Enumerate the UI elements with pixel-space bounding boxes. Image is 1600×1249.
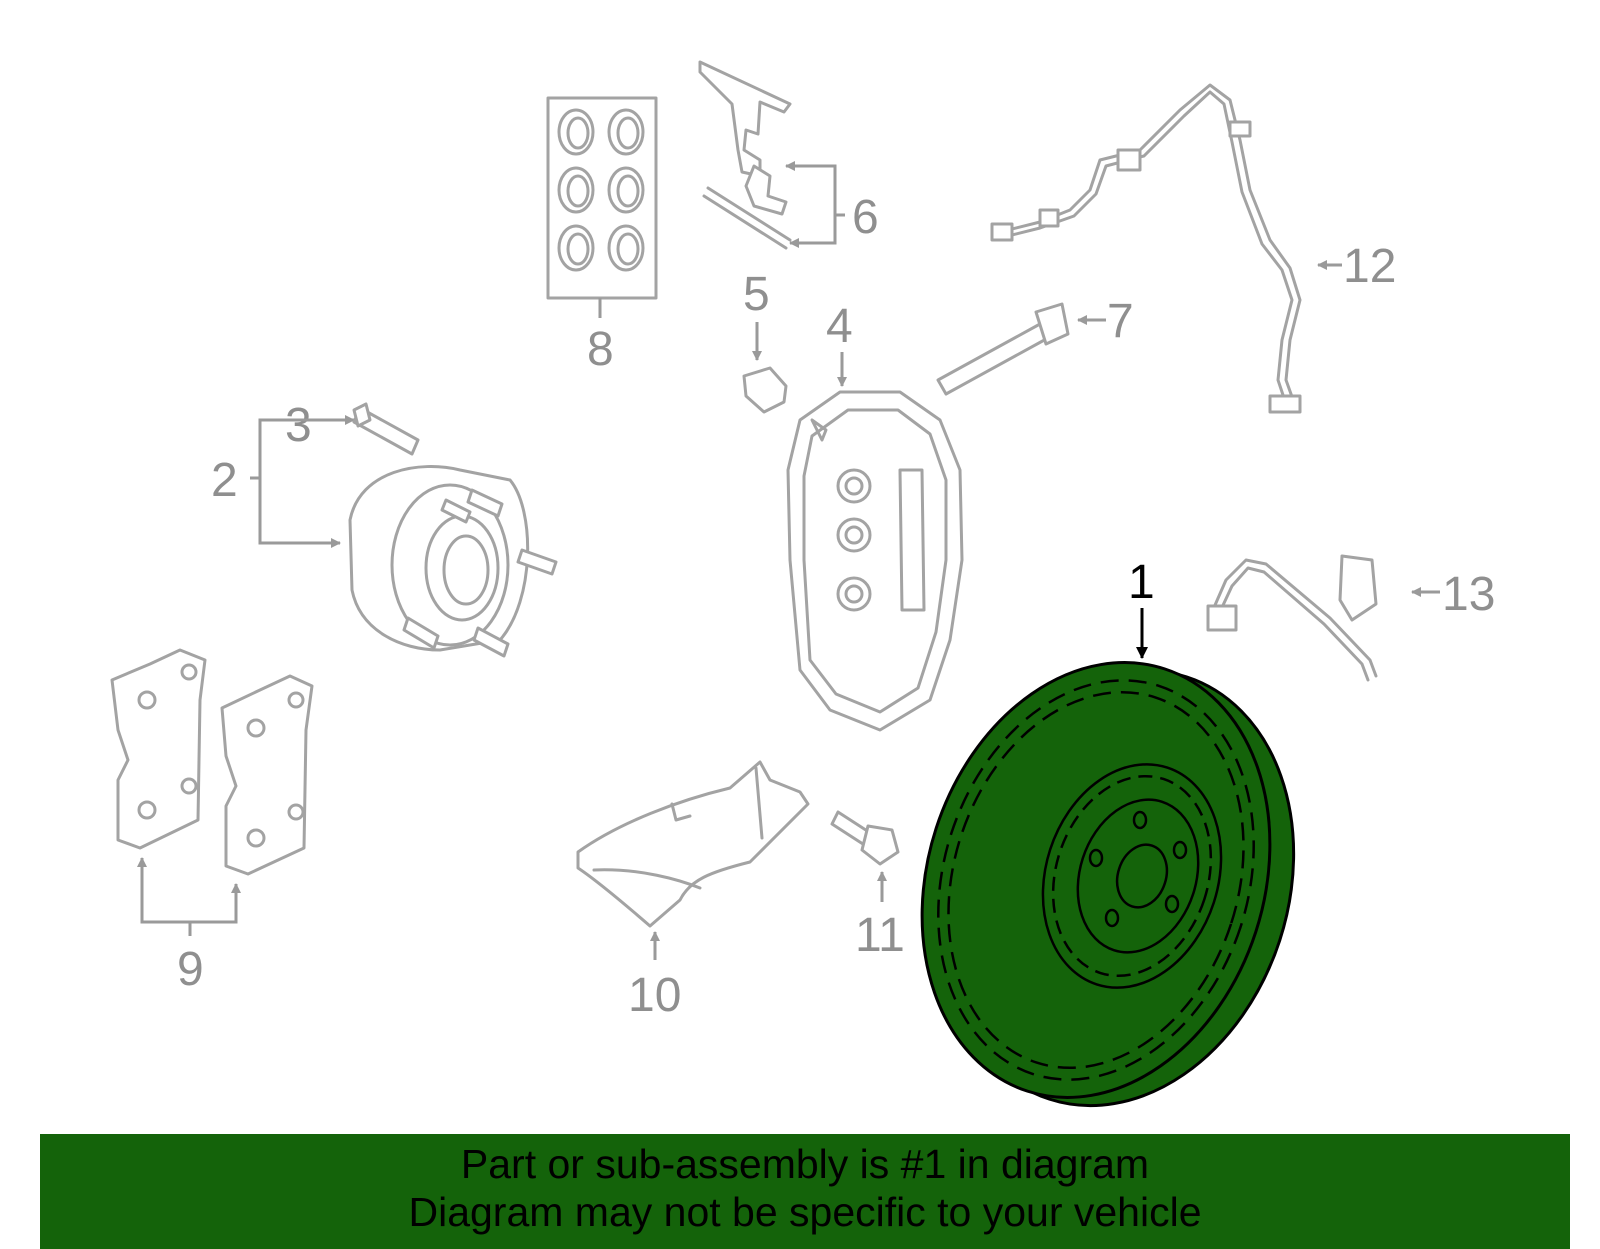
bleeder-part-5: 5 bbox=[742, 268, 788, 414]
pad-hardware-part-6: 6 bbox=[698, 60, 879, 250]
brake-rotor-part-1: 1 bbox=[920, 556, 1296, 1108]
callout-12: 12 bbox=[1343, 240, 1396, 293]
callout-3: 3 bbox=[285, 399, 312, 452]
callout-11: 11 bbox=[855, 909, 905, 962]
hub-assembly-part-2: 2 bbox=[211, 418, 558, 658]
caliper-part-4: 4 bbox=[786, 300, 964, 732]
brake-hose-part-12: 12 bbox=[990, 83, 1396, 414]
wheel-stud-part-3: 3 bbox=[270, 399, 420, 456]
callout-6: 6 bbox=[852, 191, 879, 244]
callout-4: 4 bbox=[826, 300, 853, 353]
callout-8: 8 bbox=[587, 323, 614, 376]
callout-9: 9 bbox=[177, 943, 204, 996]
brake-pads-part-9: 9 bbox=[110, 648, 314, 996]
callout-1: 1 bbox=[1128, 556, 1155, 609]
callout-7: 7 bbox=[1107, 295, 1134, 348]
guide-pin-part-7: 7 bbox=[936, 295, 1134, 396]
splash-shield-part-10: 10 bbox=[576, 760, 810, 1022]
bolt-part-11: 11 bbox=[830, 810, 905, 962]
callout-2: 2 bbox=[211, 454, 238, 507]
bracket-part-13: 13 bbox=[1206, 554, 1495, 682]
callout-13: 13 bbox=[1442, 568, 1495, 621]
banner-line-1: Part or sub-assembly is #1 in diagram bbox=[460, 1141, 1150, 1187]
info-banner: Part or sub-assembly is #1 in diagram Di… bbox=[40, 1134, 1570, 1249]
seal-kit-part-8: 8 bbox=[546, 96, 658, 376]
callout-10: 10 bbox=[628, 969, 681, 1022]
banner-line-2: Diagram may not be specific to your vehi… bbox=[408, 1189, 1202, 1235]
callout-5: 5 bbox=[743, 268, 770, 321]
